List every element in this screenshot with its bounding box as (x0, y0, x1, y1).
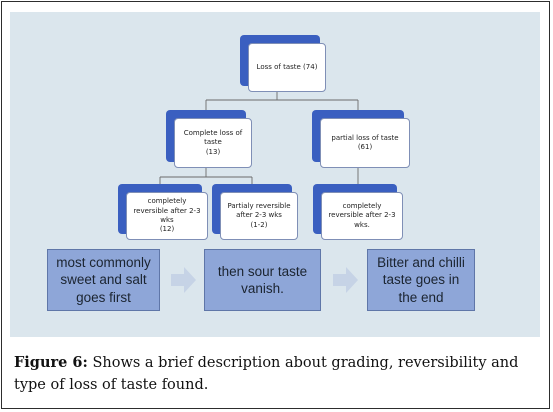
figure-caption: Figure 6: Shows a brief description abou… (14, 352, 542, 396)
stage-1-text: most commonly sweet and salt goes first (56, 255, 151, 305)
stage-box-1: most commonly sweet and salt goes first (47, 249, 160, 311)
node-partial-rev-label: Partialy reversible after 2-3 wks (227, 201, 291, 220)
node-complete-count: (13) (205, 147, 221, 156)
caption-label: Figure 6: (14, 354, 88, 371)
stage-3-text: Bitter and chilli taste goes in the end (377, 255, 465, 305)
node-partial-reversible: Partialy reversible after 2-3 wks (1-2) (212, 184, 298, 240)
node-complete-label: Complete loss of taste (183, 128, 243, 147)
node-complete-loss: Complete loss of taste (13) (166, 110, 252, 168)
node-root: Loss of taste (74) (240, 35, 326, 92)
node-partial-complete-rev-label: completely reversible after 2-3 wks. (328, 201, 396, 229)
node-partial-rev-count: (1-2) (250, 220, 268, 229)
node-partial-count: (61) (357, 143, 373, 151)
node-root-label: Loss of taste (74) (256, 62, 318, 71)
node-partial-completely-reversible: completely reversible after 2-3 wks. (313, 184, 403, 240)
caption-text: Shows a brief description about grading,… (14, 355, 519, 393)
stage-box-2: then sour taste vanish. (204, 249, 321, 311)
arrow-right-icon (171, 267, 196, 293)
node-partial-loss: partial loss of taste (61) (312, 110, 410, 168)
node-complete-reversible: completely reversible after 2-3 wks (12) (118, 184, 208, 240)
stage-box-3: Bitter and chilli taste goes in the end (367, 249, 475, 311)
node-complete-rev-label: completely reversible after 2-3 wks (133, 197, 201, 224)
arrow-right-icon (333, 267, 358, 293)
node-complete-rev-count: (12) (159, 225, 175, 234)
node-partial-label: partial loss of taste (331, 133, 399, 142)
stage-2-text: then sour taste vanish. (217, 263, 308, 296)
